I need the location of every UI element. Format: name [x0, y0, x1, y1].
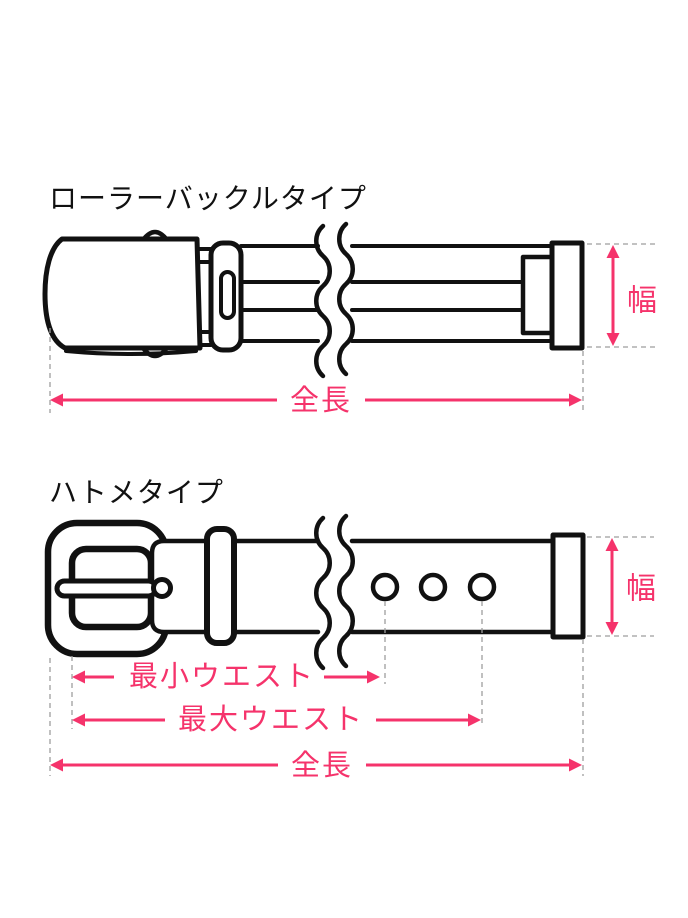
eyelet-hole-2	[418, 572, 448, 602]
buckle-body	[42, 236, 203, 351]
eyelet-hole-1	[370, 572, 400, 602]
buckle-prong-tip	[151, 577, 173, 599]
break-wave-right	[337, 221, 355, 377]
eyelet-width-arrow	[605, 538, 619, 635]
belt-loop	[204, 526, 237, 646]
eyelet-section-title: ハトメタイプ	[49, 477, 224, 508]
break-wave-left	[314, 223, 332, 379]
buckle-prong	[54, 578, 159, 599]
eyelet-total-length-arrow	[50, 758, 582, 772]
min-waist-label: 最小ウエスト	[129, 661, 315, 693]
tip-sleeve	[520, 254, 555, 336]
roller-total-length-label: 全長	[290, 384, 352, 417]
eyelet-dimension-guides	[49, 536, 654, 776]
eyelet-buckle	[44, 519, 239, 658]
eyelet-total-length-label: 全長	[291, 749, 353, 782]
min-waist-arrow	[72, 670, 380, 684]
roller-buckle	[42, 229, 244, 359]
eyelet-hole-3	[467, 572, 497, 602]
roller-section-title: ローラーバックルタイプ	[49, 183, 367, 214]
roller-belt-strap	[239, 221, 555, 379]
eyelet-belt-strap	[231, 513, 586, 671]
buckle-under-edge	[64, 349, 198, 356]
eyelet-width-label: 幅	[626, 573, 658, 606]
roller-dimension-guides	[49, 243, 656, 413]
break-wave-right	[337, 513, 355, 669]
tip-cap	[550, 532, 586, 640]
roller-buckle-section: ローラーバックルタイプ	[42, 183, 659, 417]
break-wave-left	[314, 515, 332, 671]
roller-width-label: 幅	[627, 285, 659, 318]
max-waist-label: 最大ウエスト	[178, 703, 364, 736]
tip-cap	[549, 240, 585, 351]
eyelet-section: ハトメタイプ	[44, 477, 658, 782]
roller-total-length-arrow	[50, 393, 582, 407]
max-waist-arrow	[72, 713, 481, 727]
keeper-slot	[219, 270, 236, 320]
roller-width-arrow	[606, 245, 620, 346]
